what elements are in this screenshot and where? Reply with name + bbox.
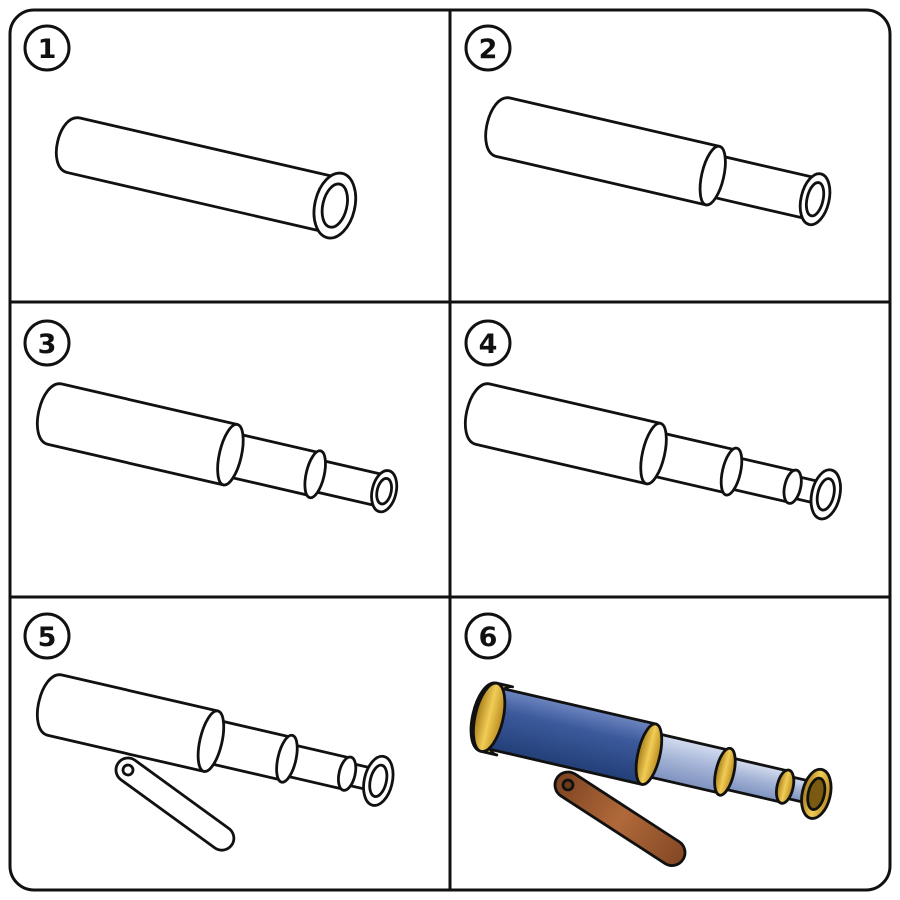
step-number-label: 1	[38, 34, 57, 65]
step-number-badge	[23, 319, 71, 367]
tube-collar	[719, 446, 744, 497]
step-number-label: 2	[479, 34, 498, 65]
step-panel-2: 2	[464, 24, 832, 227]
eyepiece-opening	[806, 776, 827, 811]
handle-body	[553, 770, 687, 867]
handle-pivot	[121, 763, 135, 777]
handle-pivot	[561, 778, 575, 792]
step-panel-6: 6	[464, 612, 833, 867]
tube-collar	[337, 755, 358, 792]
main-tube	[35, 673, 220, 773]
stand-handle	[114, 756, 236, 852]
tube-collar	[698, 144, 727, 207]
telescope-drawing	[484, 96, 832, 227]
tube-opening	[804, 181, 826, 218]
step-panel-3: 3	[23, 319, 399, 514]
step-number-badge	[464, 612, 512, 660]
telescope-drawing	[55, 116, 358, 240]
step-panel-1: 1	[23, 24, 358, 240]
step-number-label: 5	[38, 622, 57, 653]
tube-collar	[216, 422, 245, 487]
telescope-drawing	[35, 673, 395, 807]
step-number-badge	[464, 319, 512, 367]
brass-ring	[775, 768, 796, 805]
eyepiece-opening	[368, 763, 389, 798]
tube-collar	[782, 468, 803, 505]
step-panel-4: 4	[463, 319, 842, 521]
tube-opening	[375, 477, 393, 506]
step-number-label: 6	[479, 622, 498, 653]
step-number-badge	[23, 24, 71, 72]
tube-collar	[275, 733, 299, 784]
step-number-label: 4	[479, 329, 498, 360]
main-tube	[463, 382, 662, 486]
brass-ring	[713, 746, 737, 797]
stand-handle-colored	[553, 770, 687, 867]
tube-collar	[196, 709, 226, 773]
main-tube	[55, 116, 343, 235]
step-panel-5: 5	[23, 612, 395, 852]
eyepiece-opening	[815, 477, 836, 512]
step-number-badge	[23, 612, 71, 660]
main-tube	[484, 96, 721, 207]
main-tube	[35, 382, 239, 487]
handle-body	[114, 756, 236, 852]
telescope-colored	[469, 681, 833, 820]
brass-ring	[634, 722, 664, 786]
step-number-badge	[464, 24, 512, 72]
brass-end-cap-face	[471, 681, 507, 753]
step-number-label: 3	[38, 329, 57, 360]
telescope-drawing	[35, 382, 399, 514]
tube-collar	[639, 421, 668, 486]
tube-collar	[303, 449, 327, 500]
tube-opening	[320, 182, 349, 229]
telescope-drawing	[463, 382, 842, 521]
